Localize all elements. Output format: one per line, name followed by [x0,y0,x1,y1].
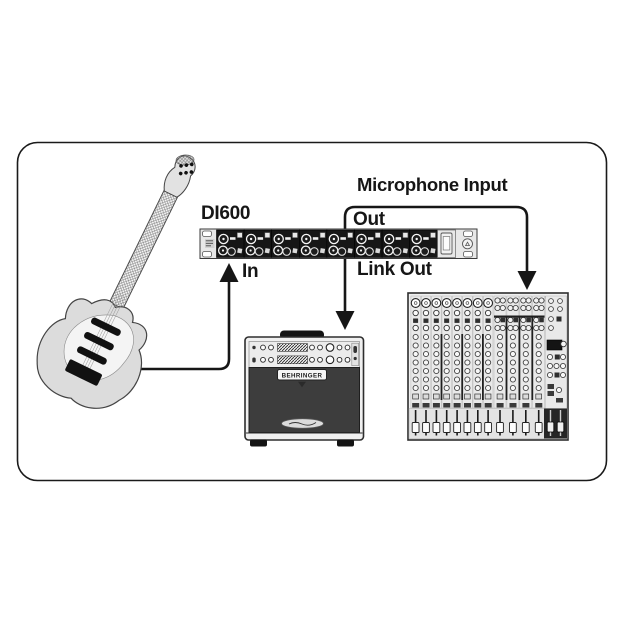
guitar-tuning-pegs [178,162,194,176]
label-out: Out [353,209,385,230]
cable-guitar-to-di-in [103,263,239,371]
rack-ear-hole [463,251,473,258]
label-microphone-input: Microphone Input [357,174,508,195]
guitar-illustration [36,154,196,409]
di600-rack-illustration [199,228,478,259]
amp-eq-sliders [277,343,308,352]
mixer-illustration [407,292,569,441]
arrowhead-link-out-to-amp [335,311,355,330]
label-di600: DI600 [201,203,251,224]
behringer-logo-icon [462,238,473,250]
cable-di-out-to-amp-and-mixer [335,205,537,330]
label-in: In [242,261,259,282]
mixer-fader-section [408,408,568,439]
rack-ear-hole [202,251,212,258]
mic-icon [252,357,256,363]
label-link-out: Link Out [357,259,432,280]
arrowhead-mic-input-to-mixer [517,271,537,290]
guitar-pickups [65,317,121,386]
amp-badge-text: BEHRINGER [282,373,323,380]
rack-label-fineprint [205,240,213,247]
rack-ear-hole [202,230,212,237]
mixer-strip-dividers [440,316,534,400]
mixer-display [546,339,563,351]
amp-eq-sliders [277,355,308,364]
guitar-bridge [65,359,102,386]
amplifier-illustration: BEHRINGER [244,330,365,447]
guitar-strings [82,292,126,369]
arrowhead-in [219,263,239,282]
mixer-master-section [545,295,567,439]
amp-badge [277,369,327,381]
rack-ear-hole [463,230,473,237]
amp-foot [250,439,267,447]
amp-knobs [252,342,359,367]
amp-foot [337,439,354,447]
amp-oval-logo [281,418,324,429]
